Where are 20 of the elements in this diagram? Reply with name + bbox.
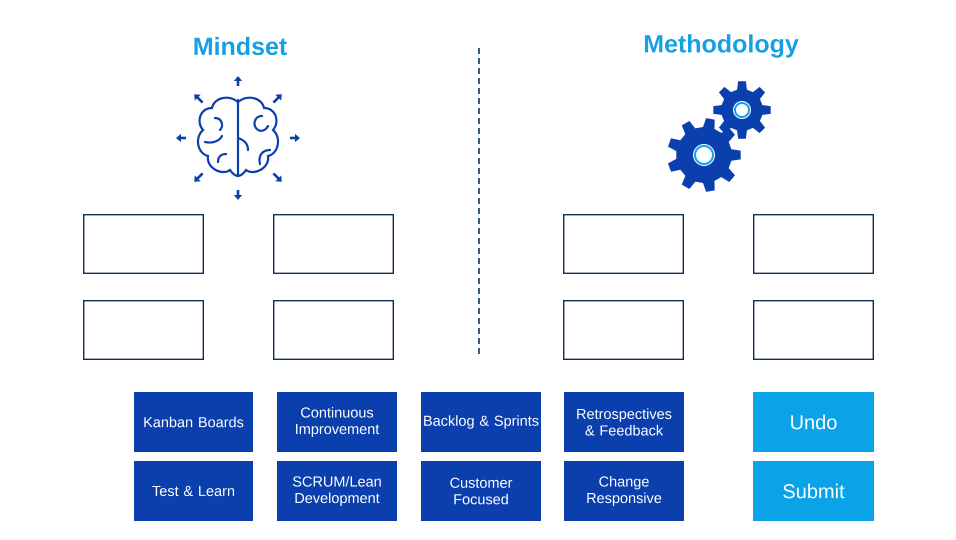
empty-box <box>753 214 874 274</box>
empty-box <box>83 300 204 360</box>
tile: Customer Focused <box>421 461 541 521</box>
tile: SCRUM/Lean Development <box>277 461 397 521</box>
tile: Backlog & Sprints <box>421 392 541 452</box>
empty-box <box>563 300 684 360</box>
tile: Test & Learn <box>134 461 253 521</box>
action-button: Submit <box>753 461 874 521</box>
tile: Continuous Improvement <box>277 392 397 452</box>
tile: Kanban Boards <box>134 392 253 452</box>
tile: Change Responsive <box>564 461 684 521</box>
section-title: Methodology <box>644 34 799 58</box>
empty-box <box>273 214 394 274</box>
empty-box <box>83 214 204 274</box>
action-button: Undo <box>753 392 874 452</box>
empty-box <box>753 300 874 360</box>
empty-box <box>563 214 684 274</box>
empty-box <box>273 300 394 360</box>
section-title: Mindset <box>194 36 287 56</box>
tile: Retrospectives & Feedback <box>564 392 684 452</box>
